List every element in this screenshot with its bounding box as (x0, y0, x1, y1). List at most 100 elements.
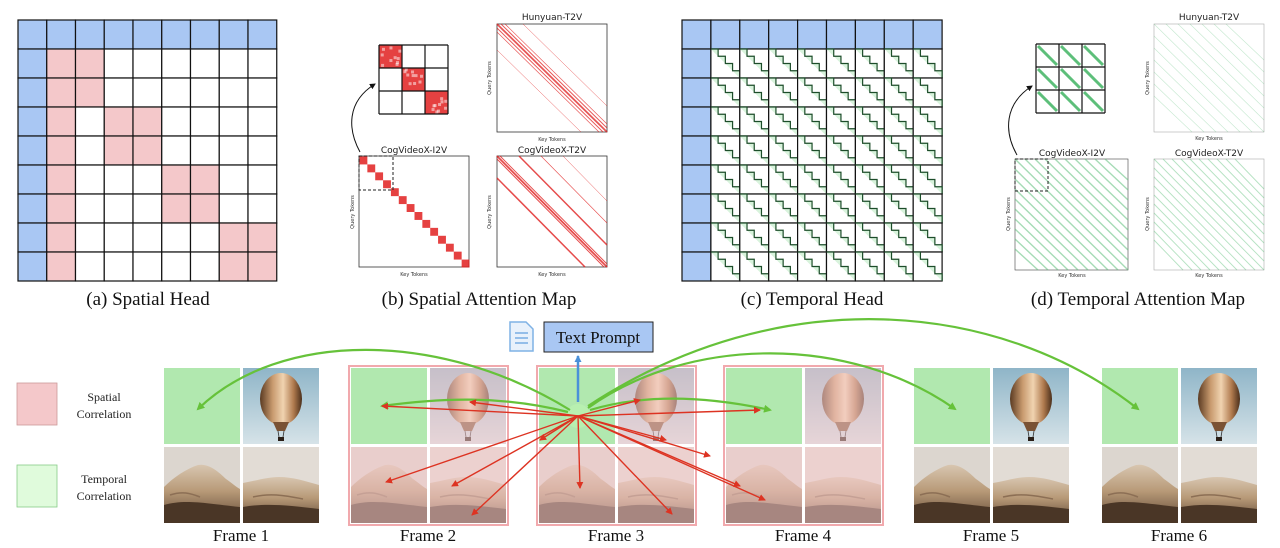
caption-c: (c) Temporal Head (741, 289, 884, 310)
prompt-label: Text Prompt (556, 328, 641, 347)
grid-cell (884, 20, 913, 49)
grid-cell (47, 252, 76, 281)
grid-cell (133, 20, 162, 49)
grid-cell (18, 107, 47, 136)
attention-block (407, 204, 415, 212)
attention-block (454, 252, 462, 260)
grid-cell (682, 78, 711, 107)
grid-cell (162, 49, 191, 78)
attention-block (446, 244, 454, 252)
zoom-noise (411, 70, 414, 73)
spatial-overlay (430, 447, 506, 523)
map-title: CogVideoX-I2V (1039, 149, 1106, 159)
axis-label: Key Tokens (1058, 273, 1086, 279)
attention-block (399, 196, 407, 204)
grid-cell (133, 165, 162, 194)
grid-cell (133, 194, 162, 223)
grid-cell (191, 78, 220, 107)
zoom-noise (381, 53, 384, 56)
axis-label: Query Tokens (1006, 197, 1012, 231)
grid-cell (219, 49, 248, 78)
legend-label: Temporal (81, 472, 127, 486)
map-hunyuan-green: Hunyuan-T2V Key Tokens Query Tokens (1145, 13, 1264, 142)
grid-cell (104, 194, 133, 223)
zoom-noise (441, 100, 444, 103)
grid-cell (219, 136, 248, 165)
map-title: CogVideoX-I2V (381, 146, 448, 156)
grid-cell (248, 136, 277, 165)
zoom-arrow (1009, 86, 1032, 155)
grid-cell (76, 20, 105, 49)
zoom-noise (389, 59, 392, 62)
axis-label: Key Tokens (1195, 136, 1223, 142)
caption-b: (b) Spatial Attention Map (382, 289, 577, 310)
grid-cell (47, 107, 76, 136)
zoom-noise (413, 82, 416, 85)
grid-cell (191, 136, 220, 165)
map-cog-i2v-red: CogVideoX-I2V Key Tokens Query Tokens (350, 146, 470, 278)
legend-swatch-temporal (17, 465, 57, 507)
zoom-noise (437, 110, 440, 113)
zoom-noise (398, 50, 401, 53)
grid-cell (682, 194, 711, 223)
grid-cell (740, 20, 769, 49)
grid-cell (18, 20, 47, 49)
frame-5: Frame 5 (914, 368, 1069, 545)
grid-cell (827, 20, 856, 49)
zoom-noise (409, 82, 412, 85)
grid-cell (18, 136, 47, 165)
zoom-noise (381, 64, 384, 67)
grid-cell (76, 107, 105, 136)
grid-cell (104, 20, 133, 49)
grid-cell (248, 165, 277, 194)
axis-label: Key Tokens (538, 137, 566, 143)
grid-cell (248, 194, 277, 223)
spatial-attention-maps: CogVideoX-I2V Key Tokens Query Tokens Hu… (350, 13, 607, 278)
frame-label: Frame 1 (213, 526, 269, 545)
grid-cell (248, 78, 277, 107)
map-hunyuan-red: Hunyuan-T2V Key Tokens Query Tokens (487, 13, 607, 143)
grid-cell (47, 194, 76, 223)
attention-block (415, 212, 423, 220)
grid-cell (76, 49, 105, 78)
grid-cell (682, 223, 711, 252)
grid-cell (162, 107, 191, 136)
frame-image-bottom-right (1181, 447, 1257, 523)
frame-image-bottom-left (164, 447, 240, 523)
grid-cell (104, 49, 133, 78)
grid-cell (913, 20, 942, 49)
attention-block (383, 180, 391, 188)
grid-cell (47, 223, 76, 252)
grid-cell (248, 223, 277, 252)
grid-cell (682, 49, 711, 78)
grid-cell (219, 107, 248, 136)
grid-cell (191, 20, 220, 49)
spatial-overlay (430, 368, 506, 444)
grid-cell (18, 49, 47, 78)
frame-label: Frame 2 (400, 526, 456, 545)
zoom-noise (444, 107, 447, 110)
axis-label: Key Tokens (400, 272, 428, 278)
zoom-noise (432, 108, 435, 111)
frame-image-bottom-left (914, 447, 990, 523)
grid-cell (191, 194, 220, 223)
attention-block (367, 164, 375, 172)
grid-cell (219, 20, 248, 49)
grid-cell (133, 107, 162, 136)
spatial-overlay (805, 368, 881, 444)
map-cog-t2v-red: CogVideoX-T2V Key Tokens Query Tokens (487, 146, 607, 278)
grid-cell (191, 223, 220, 252)
grid-cell (682, 20, 711, 49)
grid-cell (711, 20, 740, 49)
grid-cell (798, 20, 827, 49)
grid-cell (162, 194, 191, 223)
grid-cell (682, 107, 711, 136)
grid-cell (104, 165, 133, 194)
frame-image-balloon (243, 368, 319, 444)
frame-image-bottom-right (243, 447, 319, 523)
map-title: CogVideoX-T2V (518, 146, 587, 156)
spatial-overlay (539, 447, 615, 523)
spatial-overlay (618, 447, 694, 523)
grid-cell (47, 78, 76, 107)
zoom-noise (406, 74, 409, 77)
